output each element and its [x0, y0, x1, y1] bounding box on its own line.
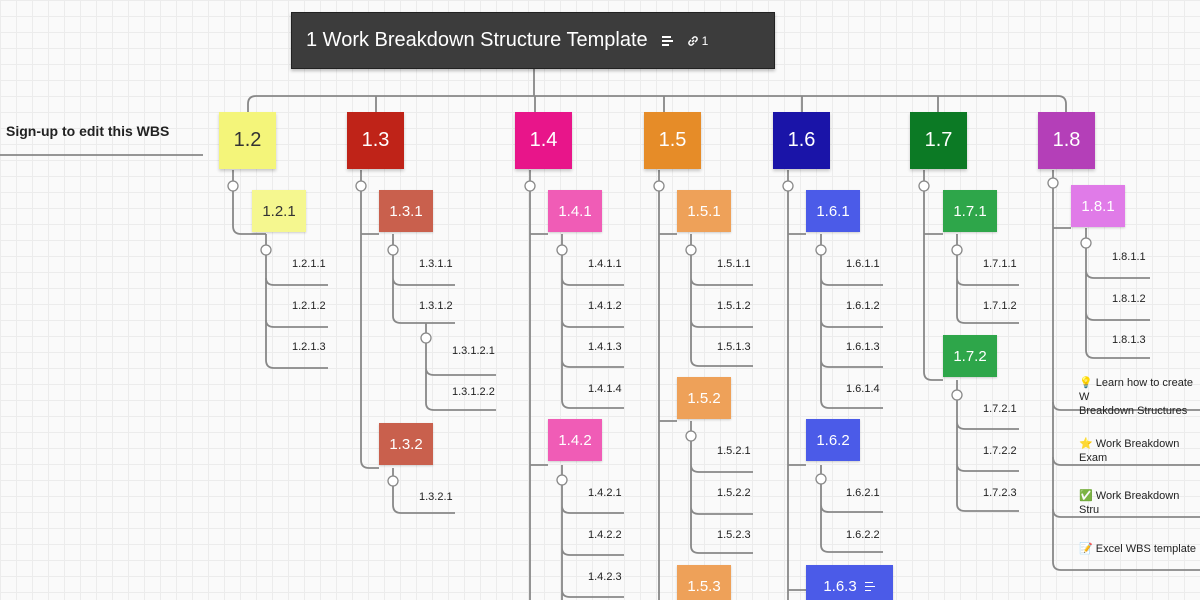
leaf-1-5-1-1[interactable]: 1.5.1.1 [717, 258, 751, 270]
topic-1-6-3-label: 1.6.3 [823, 577, 857, 595]
topic-1-2[interactable]: 1.2 [219, 112, 276, 169]
memo-icon: 📝 [1079, 543, 1093, 555]
leaf-1-8-1-3[interactable]: 1.8.1.3 [1112, 334, 1146, 346]
link-wbs-structure[interactable]: ✅ Work Breakdown Stru [1079, 489, 1200, 517]
leaf-1-7-2-1[interactable]: 1.7.2.1 [983, 403, 1017, 415]
leaf-1-4-1-4[interactable]: 1.4.1.4 [588, 383, 622, 395]
leaf-1-3-2-1[interactable]: 1.3.2.1 [419, 491, 453, 503]
leaf-1-2-1-1[interactable]: 1.2.1.1 [292, 258, 326, 270]
leaf-1-3-1-2-1[interactable]: 1.3.1.2.1 [452, 345, 495, 357]
link-learn-wbs[interactable]: 💡 Learn how to create W Breakdown Struct… [1079, 376, 1200, 418]
topic-1-3-1[interactable]: 1.3.1 [379, 190, 433, 232]
topic-1-6-2[interactable]: 1.6.2 [806, 419, 860, 461]
leaf-1-5-1-3[interactable]: 1.5.1.3 [717, 341, 751, 353]
topic-1-5-2[interactable]: 1.5.2 [677, 377, 731, 419]
topic-1-8[interactable]: 1.8 [1038, 112, 1095, 169]
topic-1-8-1[interactable]: 1.8.1 [1071, 185, 1125, 227]
leaf-1-3-1-2[interactable]: 1.3.1.2 [419, 300, 453, 312]
topic-1-4[interactable]: 1.4 [515, 112, 572, 169]
leaf-1-4-2-3[interactable]: 1.4.2.3 [588, 571, 622, 583]
leaf-1-4-1-3[interactable]: 1.4.1.3 [588, 341, 622, 353]
leaf-1-5-1-2[interactable]: 1.5.1.2 [717, 300, 751, 312]
link-excel-wbs-text: Excel WBS template [1095, 543, 1197, 555]
leaf-1-5-2-2[interactable]: 1.5.2.2 [717, 487, 751, 499]
leaf-1-6-2-1[interactable]: 1.6.2.1 [846, 487, 880, 499]
leaf-1-3-1-1[interactable]: 1.3.1.1 [419, 258, 453, 270]
leaf-1-2-1-2[interactable]: 1.2.1.2 [292, 300, 326, 312]
topic-1-5-1[interactable]: 1.5.1 [677, 190, 731, 232]
root-topic[interactable]: 1 Work Breakdown Structure Template 1 [291, 12, 775, 69]
leaf-1-2-1-3[interactable]: 1.2.1.3 [292, 341, 326, 353]
leaf-1-4-1-1[interactable]: 1.4.1.1 [588, 258, 622, 270]
topic-1-6-1[interactable]: 1.6.1 [806, 190, 860, 232]
star-icon: ⭐ [1079, 438, 1093, 450]
checkmark-icon: ✅ [1079, 490, 1093, 502]
lightbulb-icon: 💡 [1079, 377, 1093, 389]
link-wbs-examples-text: Work Breakdown Exam [1079, 438, 1180, 464]
leaf-1-8-1-2[interactable]: 1.8.1.2 [1112, 293, 1146, 305]
leaf-1-6-2-2[interactable]: 1.6.2.2 [846, 529, 880, 541]
leaf-1-7-2-3[interactable]: 1.7.2.3 [983, 487, 1017, 499]
topic-1-7-1[interactable]: 1.7.1 [943, 190, 997, 232]
topic-1-3-2[interactable]: 1.3.2 [379, 423, 433, 465]
notes-icon[interactable] [661, 35, 675, 46]
leaf-1-6-1-3[interactable]: 1.6.1.3 [846, 341, 880, 353]
root-title: 1 Work Breakdown Structure Template [306, 29, 648, 51]
link-wbs-examples[interactable]: ⭐ Work Breakdown Exam [1079, 437, 1200, 465]
link-learn-wbs-line2: Breakdown Structures [1079, 405, 1188, 417]
topic-1-4-2[interactable]: 1.4.2 [548, 419, 602, 461]
leaf-1-3-1-2-2[interactable]: 1.3.1.2.2 [452, 386, 495, 398]
signup-link[interactable]: Sign-up to edit this WBS [6, 123, 170, 139]
leaf-1-7-1-2[interactable]: 1.7.1.2 [983, 300, 1017, 312]
topic-1-5-3[interactable]: 1.5.3 [677, 565, 731, 600]
leaf-1-8-1-1[interactable]: 1.8.1.1 [1112, 251, 1146, 263]
topic-1-7[interactable]: 1.7 [910, 112, 967, 169]
leaf-1-4-2-2[interactable]: 1.4.2.2 [588, 529, 622, 541]
leaf-1-4-2-1[interactable]: 1.4.2.1 [588, 487, 622, 499]
leaf-1-6-1-2[interactable]: 1.6.1.2 [846, 300, 880, 312]
topic-1-2-1[interactable]: 1.2.1 [252, 190, 306, 232]
topic-1-5[interactable]: 1.5 [644, 112, 701, 169]
topic-1-7-2[interactable]: 1.7.2 [943, 335, 997, 377]
notes-icon[interactable] [864, 581, 876, 591]
link-excel-wbs[interactable]: 📝 Excel WBS template [1079, 542, 1196, 556]
leaf-1-6-1-4[interactable]: 1.6.1.4 [846, 383, 880, 395]
link-learn-wbs-line1: Learn how to create W [1079, 377, 1193, 403]
link-count: 1 [701, 33, 709, 48]
leaf-1-6-1-1[interactable]: 1.6.1.1 [846, 258, 880, 270]
leaf-1-7-1-1[interactable]: 1.7.1.1 [983, 258, 1017, 270]
topic-1-3[interactable]: 1.3 [347, 112, 404, 169]
topic-1-6[interactable]: 1.6 [773, 112, 830, 169]
leaf-1-4-1-2[interactable]: 1.4.1.2 [588, 300, 622, 312]
topic-1-6-3[interactable]: 1.6.3 [806, 565, 893, 600]
link-wbs-structure-text: Work Breakdown Stru [1079, 490, 1180, 516]
link-icon[interactable]: 1 [687, 33, 709, 48]
leaf-1-5-2-1[interactable]: 1.5.2.1 [717, 445, 751, 457]
leaf-1-7-2-2[interactable]: 1.7.2.2 [983, 445, 1017, 457]
leaf-1-5-2-3[interactable]: 1.5.2.3 [717, 529, 751, 541]
topic-1-4-1[interactable]: 1.4.1 [548, 190, 602, 232]
